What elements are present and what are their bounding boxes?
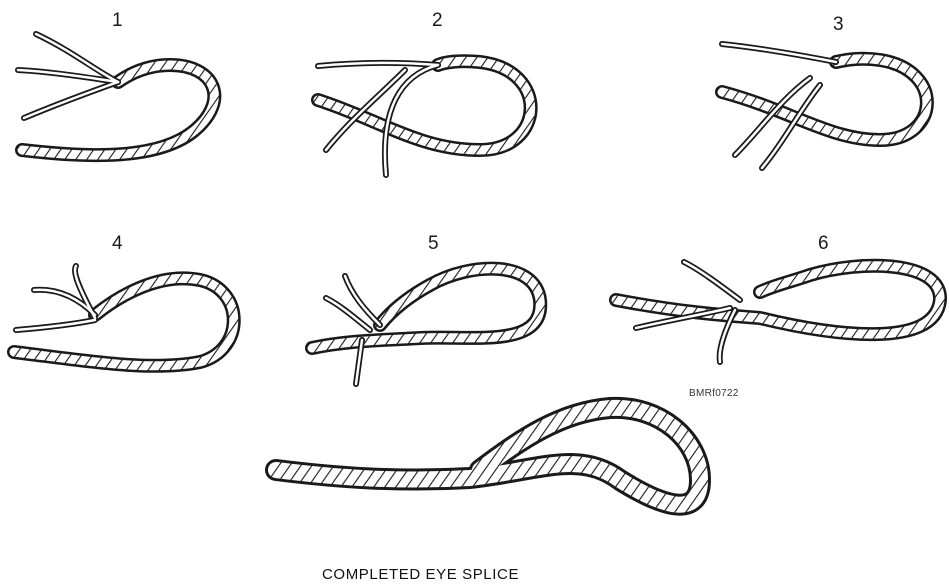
step-4-label: 4 [112,233,123,255]
step-4-rope [14,266,234,366]
step-2-rope [318,61,531,175]
step-3-rope [722,44,927,168]
completed-splice-rope [276,408,700,505]
step-6-label: 6 [818,233,829,255]
figure-code: BMRf0722 [689,388,739,399]
step-6-rope [616,262,940,362]
step-3-label: 3 [833,14,844,36]
step-1-rope [18,34,214,155]
step-1-label: 1 [112,10,123,32]
step-2-label: 2 [432,10,443,32]
completed-eye-splice-caption: COMPLETED EYE SPLICE [322,566,519,583]
step-5-label: 5 [428,233,439,255]
step-5-rope [312,269,540,384]
